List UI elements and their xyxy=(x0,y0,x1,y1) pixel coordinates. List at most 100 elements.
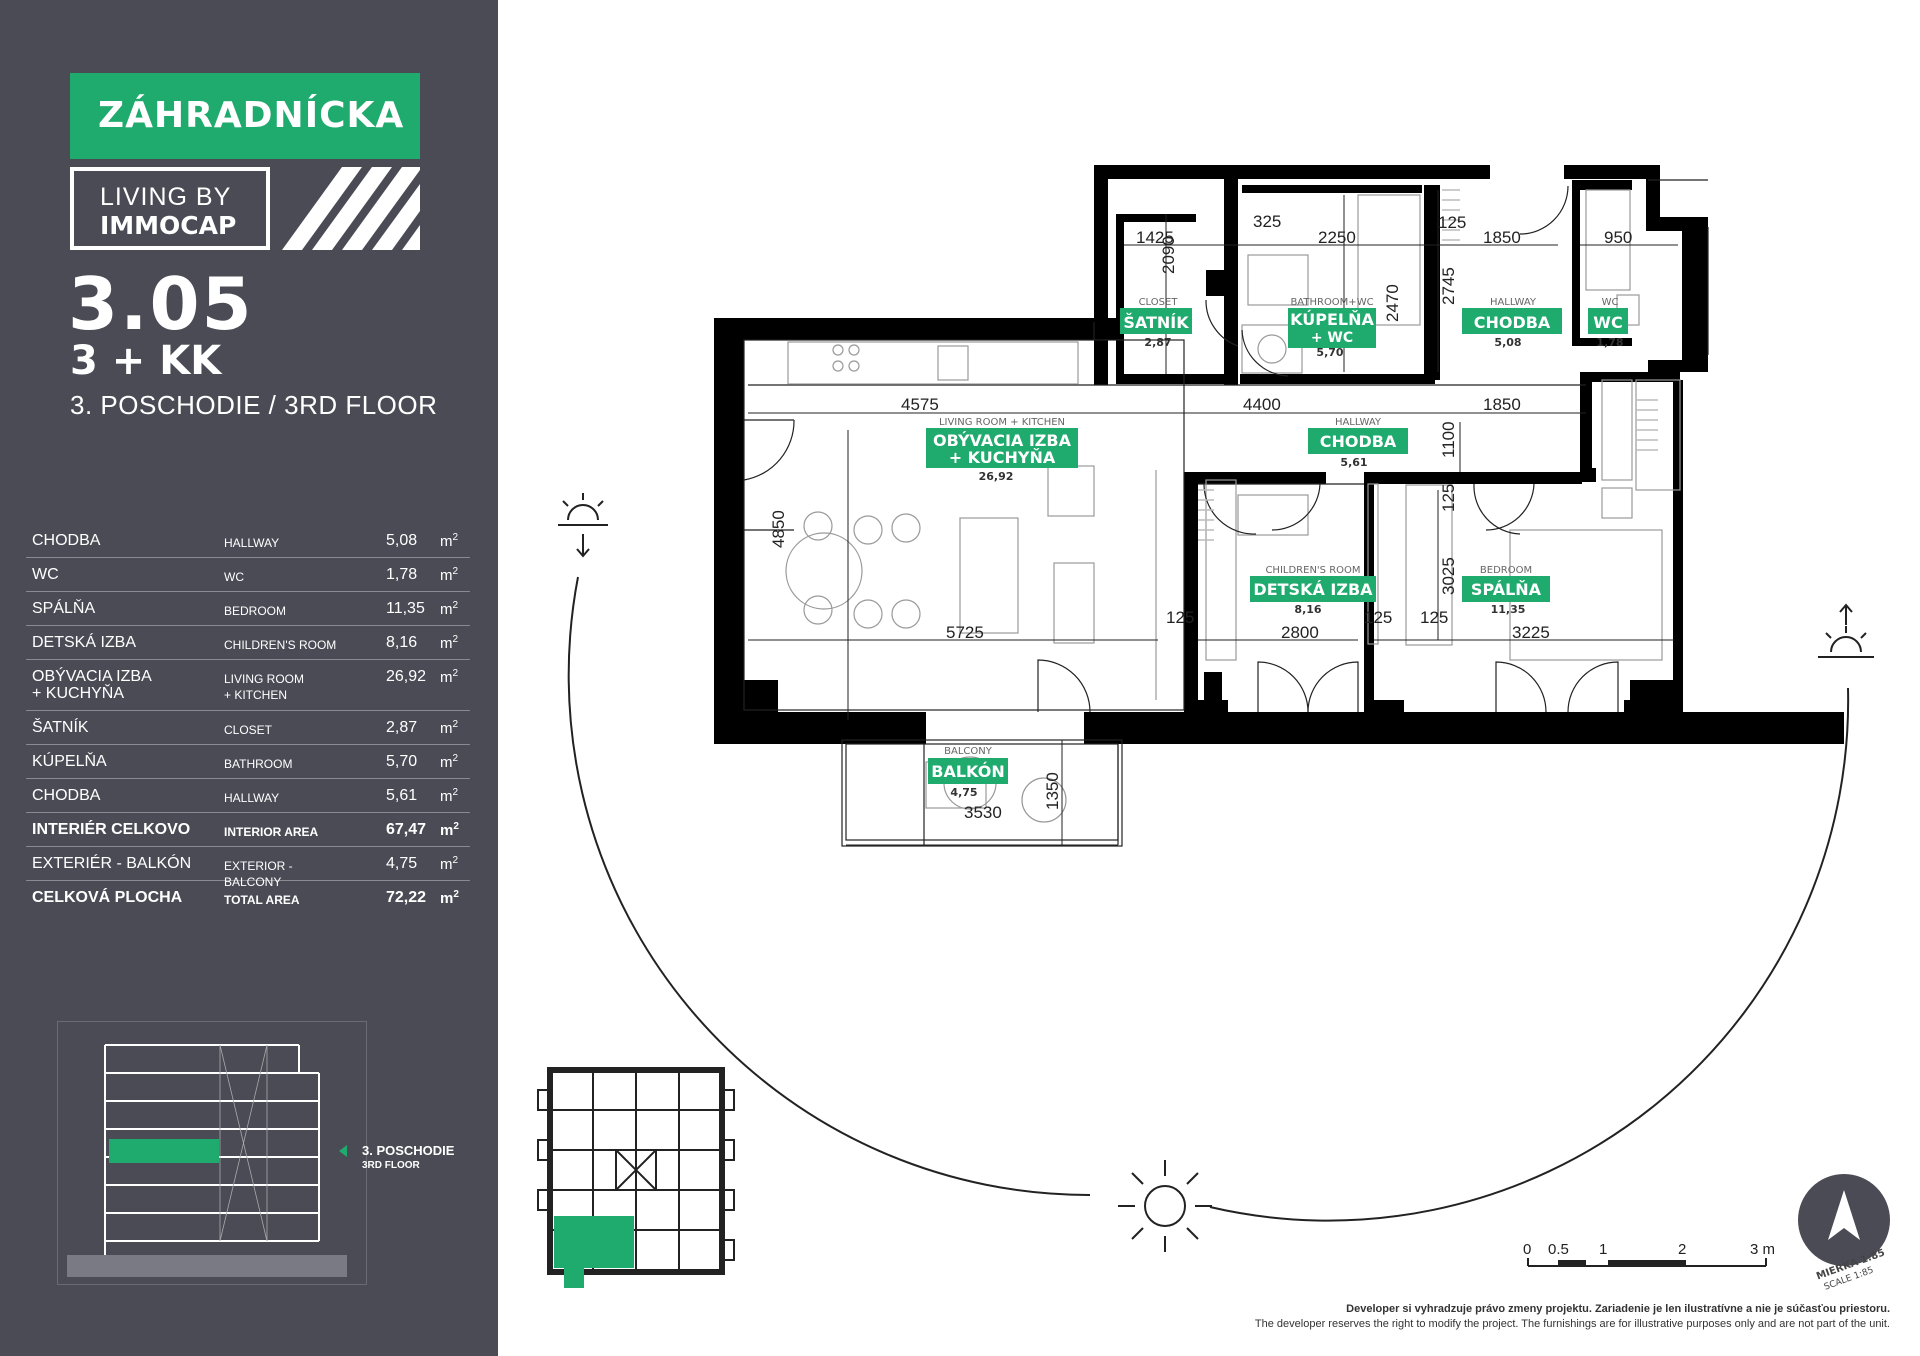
scale-bar: 0 0.5 1 2 3 m xyxy=(1523,1241,1775,1267)
svg-text:DETSKÁ IZBA: DETSKÁ IZBA xyxy=(1253,580,1373,599)
svg-text:LIVING ROOM + KITCHEN: LIVING ROOM + KITCHEN xyxy=(939,417,1065,428)
svg-text:WC: WC xyxy=(1602,297,1619,308)
svg-text:BALCONY: BALCONY xyxy=(944,746,993,757)
key-plan xyxy=(537,1067,735,1288)
unit-floor: 3. POSCHODIE / 3RD FLOOR xyxy=(70,390,438,420)
svg-text:OBÝVACIA IZBA: OBÝVACIA IZBA xyxy=(933,431,1072,450)
walls xyxy=(714,165,1844,744)
svg-text:0.5: 0.5 xyxy=(1548,1241,1569,1258)
svg-text:1850: 1850 xyxy=(1483,395,1521,414)
doors xyxy=(743,185,1619,713)
svg-text:4850: 4850 xyxy=(769,510,788,548)
room-bathroom: BATHROOM+WC KÚPELŇA + WC 5,70 xyxy=(1288,297,1376,359)
svg-text:1: 1 xyxy=(1599,1241,1607,1258)
unit-highlight xyxy=(554,1216,634,1268)
svg-text:1350: 1350 xyxy=(1043,772,1062,810)
room-balcony: BALCONY BALKÓN 4,75 xyxy=(928,746,1008,799)
svg-text:KÚPELŇA: KÚPELŇA xyxy=(1290,310,1374,329)
svg-text:2745: 2745 xyxy=(1439,267,1458,305)
immocap-logo: LIVING BY IMMOCAP xyxy=(70,167,420,250)
svg-text:HALLWAY: HALLWAY xyxy=(1335,417,1382,428)
floor-indicator: 3. POSCHODIE 3RD FLOOR xyxy=(362,1143,455,1171)
svg-text:325: 325 xyxy=(1253,212,1281,231)
svg-text:4,75: 4,75 xyxy=(950,786,977,799)
svg-text:BALKÓN: BALKÓN xyxy=(931,762,1004,781)
sun-south-icon xyxy=(1118,1160,1212,1252)
room-hallway-upper: HALLWAY CHODBA 5,08 xyxy=(1462,297,1562,349)
svg-text:950: 950 xyxy=(1604,228,1632,247)
table-row: OBÝVACIA IZBA+ KUCHYŇA LIVING ROOM+ KITC… xyxy=(26,660,470,711)
svg-text:CHILDREN'S ROOM: CHILDREN'S ROOM xyxy=(1265,565,1360,576)
svg-text:1425: 1425 xyxy=(1136,228,1174,247)
svg-text:2470: 2470 xyxy=(1383,284,1402,322)
svg-text:2090: 2090 xyxy=(1159,236,1178,274)
svg-text:2800: 2800 xyxy=(1281,623,1319,642)
svg-text:+ KUCHYŇA: + KUCHYŇA xyxy=(949,448,1056,467)
svg-text:3225: 3225 xyxy=(1512,623,1550,642)
svg-text:4575: 4575 xyxy=(901,395,939,414)
svg-text:5725: 5725 xyxy=(946,623,984,642)
sunrise-east-icon xyxy=(1818,603,1874,658)
svg-text:CHODBA: CHODBA xyxy=(1474,313,1551,332)
svg-text:8,16: 8,16 xyxy=(1294,603,1321,616)
logo-line1: LIVING BY xyxy=(100,183,231,211)
svg-text:3530: 3530 xyxy=(964,803,1002,822)
svg-text:BEDROOM: BEDROOM xyxy=(1480,565,1532,576)
room-labels: CLOSET ŠATNÍK 2,87 BATHROOM+WC KÚPELŇA +… xyxy=(926,297,1628,799)
logo-line2: IMMOCAP xyxy=(100,211,236,240)
room-bedroom: BEDROOM SPÁLŇA 11,35 xyxy=(1462,565,1550,616)
building-section xyxy=(57,1021,367,1285)
svg-text:BATHROOM+WC: BATHROOM+WC xyxy=(1290,297,1373,308)
scale-badge: MIERKA 1:85 SCALE 1:85 xyxy=(1798,1174,1890,1293)
selected-floor-highlight xyxy=(109,1139,219,1163)
svg-text:26,92: 26,92 xyxy=(979,470,1014,483)
svg-text:HALLWAY: HALLWAY xyxy=(1490,297,1537,308)
svg-text:0: 0 xyxy=(1523,1241,1531,1258)
room-childrens: CHILDREN'S ROOM DETSKÁ IZBA 8,16 xyxy=(1250,565,1376,616)
svg-text:SPÁLŇA: SPÁLŇA xyxy=(1471,580,1542,599)
unit-number: 3.05 xyxy=(68,262,254,346)
room-closet: CLOSET ŠATNÍK 2,87 xyxy=(1120,297,1192,349)
svg-text:125: 125 xyxy=(1420,608,1448,627)
project-name: ZÁHRADNÍCKA xyxy=(70,73,420,159)
room-hallway-lower: HALLWAY CHODBA 5,61 xyxy=(1308,417,1408,469)
wardrobe-hatching xyxy=(1198,189,1658,541)
dimension-labels: 1425 325 2250 125 1850 950 2090 2470 274… xyxy=(769,212,1632,822)
info-sidebar: ZÁHRADNÍCKA LIVING BY IMMOCAP 3.05 3 + K… xyxy=(0,0,498,1356)
svg-text:5,61: 5,61 xyxy=(1340,456,1367,469)
unit-type: 3 + KK xyxy=(70,338,222,384)
disclaimer: Developer si vyhradzuje právo zmeny proj… xyxy=(1254,1303,1890,1330)
svg-text:1100: 1100 xyxy=(1439,421,1458,458)
svg-text:CHODBA: CHODBA xyxy=(1320,432,1397,451)
room-living-kitchen: LIVING ROOM + KITCHEN OBÝVACIA IZBA + KU… xyxy=(926,417,1078,483)
svg-text:2: 2 xyxy=(1678,1241,1686,1258)
floor-plan: 1425 325 2250 125 1850 950 2090 2470 274… xyxy=(537,165,1890,1293)
svg-text:125: 125 xyxy=(1364,608,1392,627)
svg-text:5,08: 5,08 xyxy=(1494,336,1521,349)
room-wc: WC WC 1,78 xyxy=(1588,297,1628,349)
svg-text:125: 125 xyxy=(1166,608,1194,627)
svg-text:+ WC: + WC xyxy=(1311,330,1353,346)
north-arrow-icon xyxy=(1828,1190,1860,1240)
svg-text:4400: 4400 xyxy=(1243,395,1281,414)
svg-text:11,35: 11,35 xyxy=(1491,603,1526,616)
svg-text:125: 125 xyxy=(1438,213,1466,232)
svg-text:ŠATNÍK: ŠATNÍK xyxy=(1123,313,1189,332)
svg-text:2,87: 2,87 xyxy=(1144,336,1171,349)
svg-text:1,78: 1,78 xyxy=(1596,336,1623,349)
svg-text:WC: WC xyxy=(1593,313,1622,332)
sunset-west-icon xyxy=(558,493,608,558)
svg-text:2250: 2250 xyxy=(1318,228,1356,247)
svg-text:3025: 3025 xyxy=(1439,557,1458,595)
